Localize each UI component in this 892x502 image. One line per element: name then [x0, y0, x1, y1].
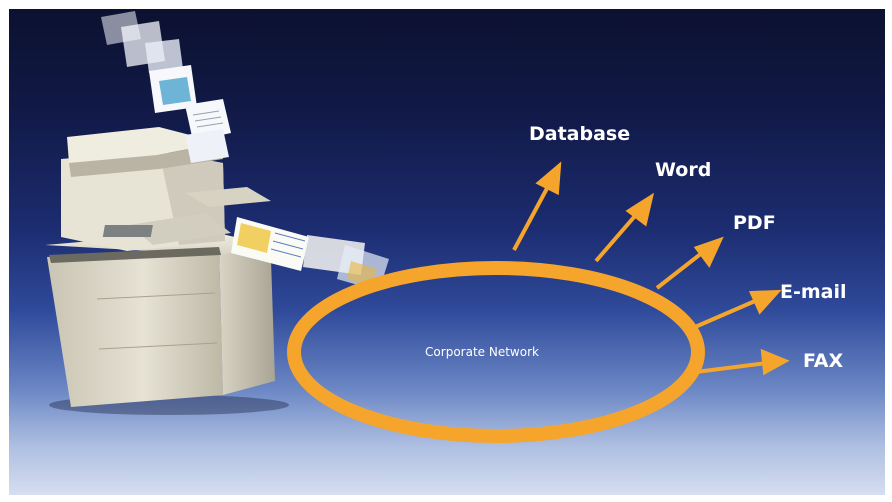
network-ring [287, 261, 705, 443]
destination-label-database: Database [529, 123, 630, 145]
diagram-canvas: Corporate Network Database Word PDF E-ma… [9, 9, 885, 495]
pdf-arrow [655, 236, 724, 290]
word-arrow [594, 192, 655, 263]
diagram-svg: Corporate Network Database Word PDF E-ma… [45, 11, 847, 443]
email-arrow [694, 289, 782, 329]
copier-illustration [45, 127, 289, 415]
destination-arrows [512, 161, 790, 376]
fax-arrow [695, 348, 790, 376]
destination-label-fax: FAX [803, 350, 844, 372]
destination-label-word: Word [655, 159, 711, 181]
network-label: Corporate Network [425, 345, 539, 359]
destination-label-email: E-mail [780, 281, 847, 303]
flying-documents [101, 11, 389, 291]
database-arrow [512, 161, 562, 251]
destination-label-pdf: PDF [733, 212, 776, 234]
